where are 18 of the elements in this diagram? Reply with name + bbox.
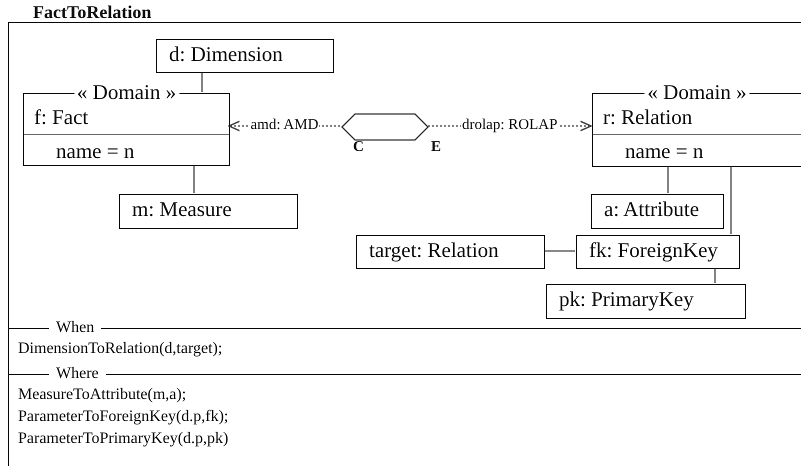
attribute-constraint: name = n: [625, 139, 704, 163]
end-label: E: [431, 139, 442, 156]
object-box: fk: ForeignKey: [576, 235, 740, 269]
object-box: pk: PrimaryKey: [546, 284, 746, 319]
clause-text: DimensionToRelation(d,target);: [18, 339, 222, 358]
object-name: f: Fact: [34, 105, 88, 129]
object-name: r: Relation: [603, 105, 692, 129]
object-box: d: Dimension: [156, 39, 334, 73]
attribute-constraint: name = n: [56, 139, 134, 163]
clause-text: ParameterToPrimaryKey(d.p,pk): [18, 429, 228, 448]
end-label: C: [353, 139, 364, 156]
frame-name: FactToRelation: [33, 2, 152, 22]
clause-text: ParameterToForeignKey(d.p,fk);: [18, 407, 228, 426]
edge-label: drolap: ROLAP: [461, 116, 558, 134]
object-box: a: Attribute: [591, 194, 724, 229]
object-box: m: Measure: [119, 194, 298, 229]
object-box: target: Relation: [356, 235, 545, 269]
clause-text: MeasureToAttribute(m,a);: [18, 385, 186, 404]
